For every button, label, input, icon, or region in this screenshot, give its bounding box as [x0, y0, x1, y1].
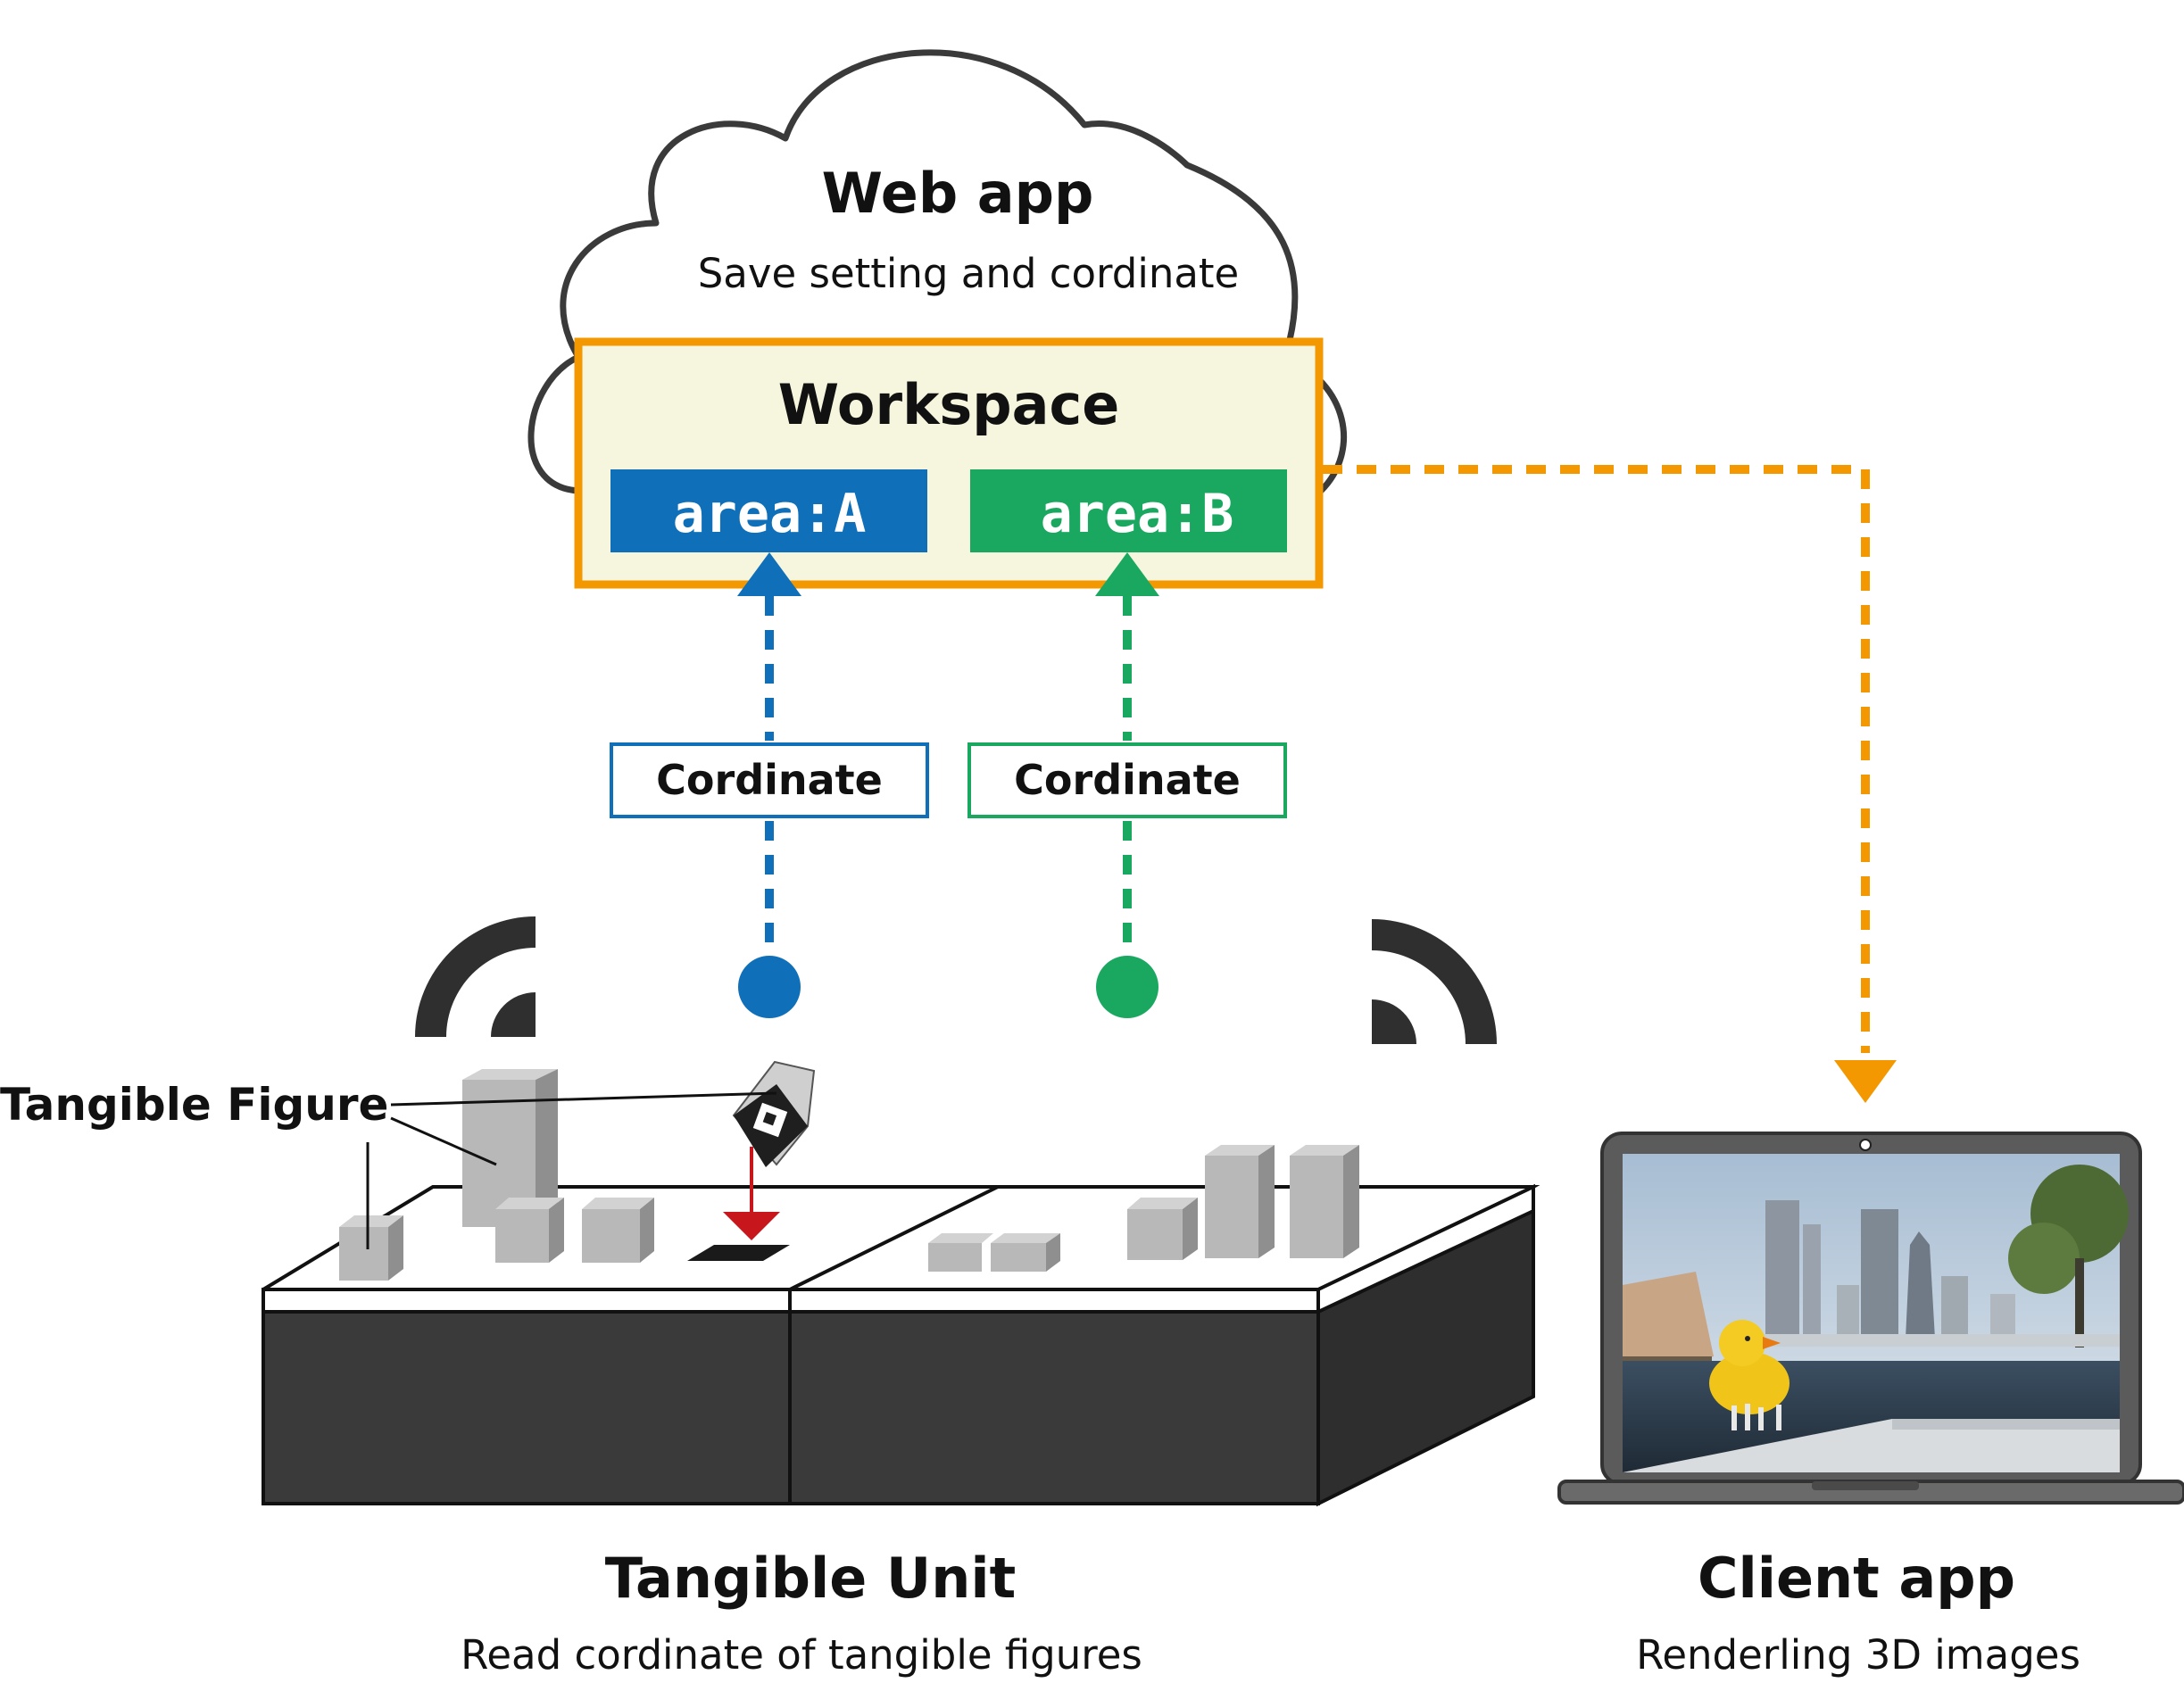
- cordinate-b-label: Cordinate: [1014, 756, 1241, 804]
- client-app-subtitle: Renderling 3D images: [1636, 1631, 2080, 1679]
- tangible-unit-subtitle: Read cordinate of tangible figures: [461, 1631, 1142, 1679]
- arrowhead-area-a: [737, 552, 801, 596]
- tangible-unit-title: Tangible Unit: [605, 1546, 1017, 1611]
- tangible-figure-callouts: [366, 1091, 777, 1249]
- ar-marker-icon: [732, 1060, 816, 1167]
- wifi-icon-left: [415, 916, 536, 1037]
- web-app-title: Web app: [822, 161, 1094, 226]
- sensor-dot-b: [1096, 956, 1158, 1018]
- dashed-line-to-client: [1323, 465, 1870, 1053]
- tangible-figure-label: Tangible Figure: [0, 1079, 388, 1131]
- cordinate-a-label: Cordinate: [656, 756, 883, 804]
- area-a-label: area:A: [673, 483, 867, 545]
- arrowhead-area-b: [1095, 552, 1159, 596]
- cordinate-a-box: [610, 742, 929, 818]
- wifi-icon-right: [1372, 919, 1497, 1044]
- area-a-box: [610, 469, 927, 552]
- sensor-dot-a: [738, 956, 801, 1018]
- tangible-figures: [339, 1069, 1359, 1281]
- area-b-box: [970, 469, 1287, 552]
- arrowhead-client: [1834, 1060, 1897, 1103]
- red-placement-arrowhead: [723, 1212, 780, 1240]
- workspace-title: Workspace: [778, 372, 1120, 437]
- area-b-label: area:B: [1041, 483, 1234, 545]
- laptop-icon: [1557, 1132, 2184, 1505]
- cordinate-b-box: [967, 742, 1287, 818]
- client-app-title: Client app: [1698, 1546, 2015, 1611]
- web-app-subtitle: Save setting and cordinate: [698, 250, 1240, 297]
